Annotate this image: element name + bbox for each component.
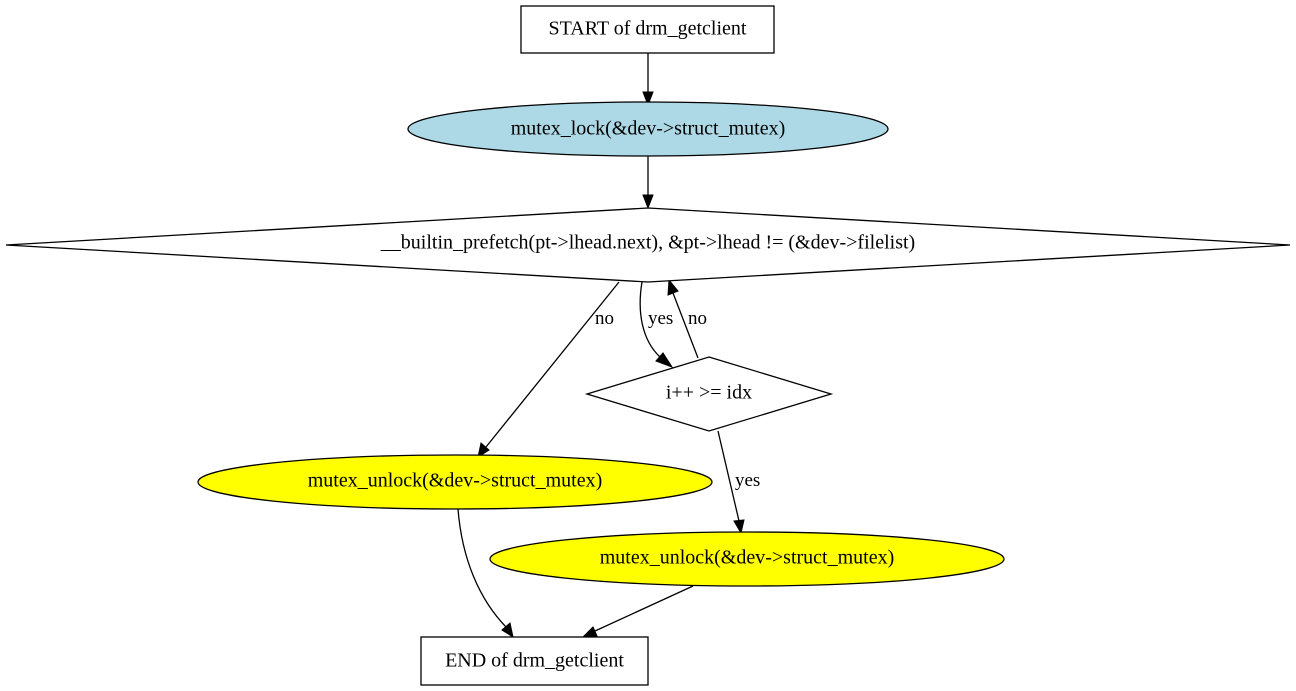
edge-lock-to-loop-condition: [642, 156, 654, 210]
idx-condition-node: i++ >= idx: [584, 356, 834, 432]
edge-loop-condition-yes: [639, 281, 674, 368]
edge-start-to-lock: [642, 53, 654, 107]
start-box: [520, 5, 775, 54]
edge-loop-condition-no: [477, 281, 620, 459]
lock-node: mutex_lock(&dev->struct_mutex): [407, 101, 889, 157]
loop-condition-diamond: [5, 207, 1291, 283]
edge-idx-condition-no: [667, 278, 699, 359]
loop-condition-node: __builtin_prefetch(pt->lhead.next), &pt-…: [5, 207, 1291, 283]
unlock-right-node: mutex_unlock(&dev->struct_mutex): [489, 531, 1005, 587]
edge-unlock-right-to-end: [581, 585, 694, 638]
edge-label-idx-yes: yes: [735, 470, 760, 491]
unlock-right-ellipse: [489, 531, 1005, 587]
edge-label-loop-no: no: [595, 308, 614, 329]
edge-label-loop-yes: yes: [648, 308, 673, 329]
idx-condition-label: i++ >= idx: [666, 382, 752, 404]
start-node: START of drm_getclient: [520, 5, 775, 54]
unlock-left-ellipse: [197, 454, 713, 510]
end-node: END of drm_getclient: [420, 636, 649, 686]
end-label: END of drm_getclient: [445, 650, 624, 672]
edge-label-idx-no: no: [688, 308, 707, 329]
edge-unlock-left-to-end: [457, 508, 514, 639]
unlock-right-label: mutex_unlock(&dev->struct_mutex): [600, 547, 895, 569]
lock-label: mutex_lock(&dev->struct_mutex): [511, 118, 786, 140]
unlock-left-node: mutex_unlock(&dev->struct_mutex): [197, 454, 713, 510]
edge-idx-condition-yes: [717, 430, 745, 535]
lock-ellipse: [407, 101, 889, 157]
unlock-left-label: mutex_unlock(&dev->struct_mutex): [308, 470, 603, 492]
loop-condition-label: __builtin_prefetch(pt->lhead.next), &pt-…: [380, 232, 915, 254]
start-label: START of drm_getclient: [549, 18, 747, 40]
end-box: [420, 636, 649, 686]
idx-condition-diamond: [584, 356, 834, 432]
